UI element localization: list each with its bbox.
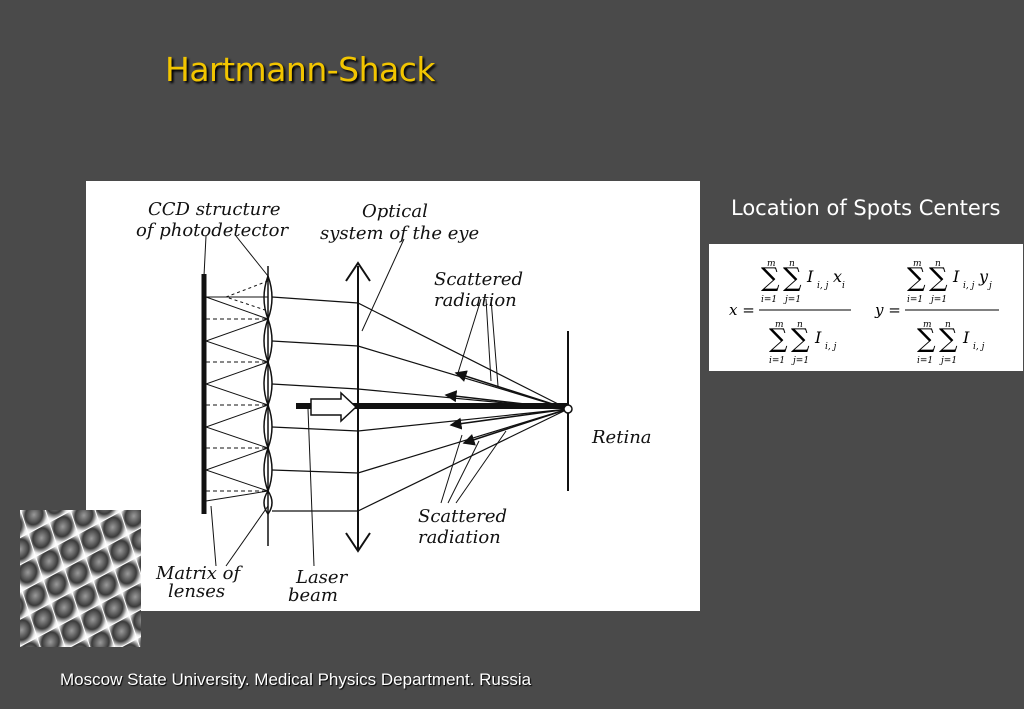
formula-y-den-upper-i: m bbox=[923, 320, 932, 330]
formula-x-lhs: x = bbox=[729, 301, 755, 319]
scattered-bottom-label-line1: Scattered bbox=[418, 506, 507, 527]
retina bbox=[563, 331, 573, 491]
formula-y-den-sum-j: ∑ bbox=[939, 324, 958, 354]
formula-x-num-sum-j: ∑ bbox=[783, 263, 802, 293]
ccd-label-line1: CCD structure bbox=[148, 199, 281, 220]
scattered-bottom-label-line2: radiation bbox=[418, 527, 501, 548]
formula-y-num-term: I bbox=[952, 267, 960, 286]
formula-x-den-sub: i, j bbox=[825, 342, 837, 352]
formula-x-num-sum-i: ∑ bbox=[761, 263, 780, 293]
formula-y-num-var: y bbox=[978, 267, 989, 286]
focal-rays bbox=[204, 280, 270, 502]
formula-x-num-var-sub: i bbox=[842, 281, 845, 291]
formula-y-num-lower-i: i=1 bbox=[907, 295, 923, 305]
formula-x-den-upper-i: m bbox=[775, 320, 784, 330]
formula-y-den-sum-i: ∑ bbox=[917, 324, 936, 354]
formula-x-den-sum-j: ∑ bbox=[791, 324, 810, 354]
formula-x-num-term: I bbox=[806, 267, 814, 286]
formula-y-num-upper-i: m bbox=[913, 259, 922, 269]
formula-x: x = ∑ ∑ m n i=1 j=1 I i, j x i ∑ ∑ m n i… bbox=[729, 259, 851, 366]
ccd-label-line2: of photodetector bbox=[136, 220, 289, 241]
formula-y-lhs: y = bbox=[874, 301, 901, 319]
formula-y-den-upper-j: n bbox=[945, 320, 951, 330]
formula-y-num-sum-j: ∑ bbox=[929, 263, 948, 293]
formula-x-den-upper-j: n bbox=[797, 320, 803, 330]
retina-label: Retina bbox=[591, 427, 652, 448]
laser-label-line1: Laser bbox=[295, 567, 349, 588]
formula-x-num-lower-j: j=1 bbox=[783, 295, 801, 305]
spots-heading: Location of Spots Centers bbox=[731, 196, 1001, 220]
formula-x-num-upper-i: m bbox=[767, 259, 776, 269]
formula-x-num-var: x bbox=[833, 267, 842, 286]
footer-credit: Moscow State University. Medical Physics… bbox=[60, 670, 532, 689]
formula-x-den-sum-i: ∑ bbox=[769, 324, 788, 354]
formula-y-den-lower-j: j=1 bbox=[939, 356, 957, 366]
formula-y-num-sub: i, j bbox=[963, 281, 975, 291]
matrix-label-line1: Matrix of bbox=[155, 563, 243, 584]
formula-x-num-lower-i: i=1 bbox=[761, 295, 777, 305]
matrix-label-line2: lenses bbox=[168, 581, 225, 602]
formula-x-den-term: I bbox=[814, 328, 822, 347]
laser-label-line2: beam bbox=[288, 585, 338, 606]
formula-x-num-sub: i, j bbox=[817, 281, 829, 291]
laser-beam bbox=[296, 391, 568, 423]
formula-y-num-var-sub: j bbox=[987, 281, 992, 291]
formula-box: x = ∑ ∑ m n i=1 j=1 I i, j x i ∑ ∑ m n i… bbox=[709, 244, 1023, 371]
formula-y-num-sum-i: ∑ bbox=[907, 263, 926, 293]
leader-lines bbox=[203, 235, 507, 567]
microlens-array-photo bbox=[20, 510, 141, 647]
formula-x-den-lower-i: i=1 bbox=[769, 356, 785, 366]
formula-y-num-upper-j: n bbox=[935, 259, 941, 269]
slide-title: Hartmann-Shack bbox=[165, 50, 436, 89]
optical-label-line1: Optical bbox=[362, 201, 428, 222]
hartmann-shack-diagram: CCD structure of photodetector Optical s… bbox=[86, 181, 700, 611]
scattered-top-label-line2: radiation bbox=[434, 290, 517, 311]
formula-x-den-lower-j: j=1 bbox=[791, 356, 809, 366]
formula-x-num-upper-j: n bbox=[789, 259, 795, 269]
formula-y: y = ∑ ∑ m n i=1 j=1 I i, j y j ∑ ∑ m n i… bbox=[874, 259, 999, 366]
formula-y-den-term: I bbox=[962, 328, 970, 347]
formula-y-den-lower-i: i=1 bbox=[917, 356, 933, 366]
scattered-top-label-line1: Scattered bbox=[434, 269, 523, 290]
optical-label-line2: system of the eye bbox=[320, 223, 479, 244]
formula-y-den-sub: i, j bbox=[973, 342, 985, 352]
formula-y-num-lower-j: j=1 bbox=[929, 295, 947, 305]
wavefront-rays bbox=[271, 296, 569, 512]
